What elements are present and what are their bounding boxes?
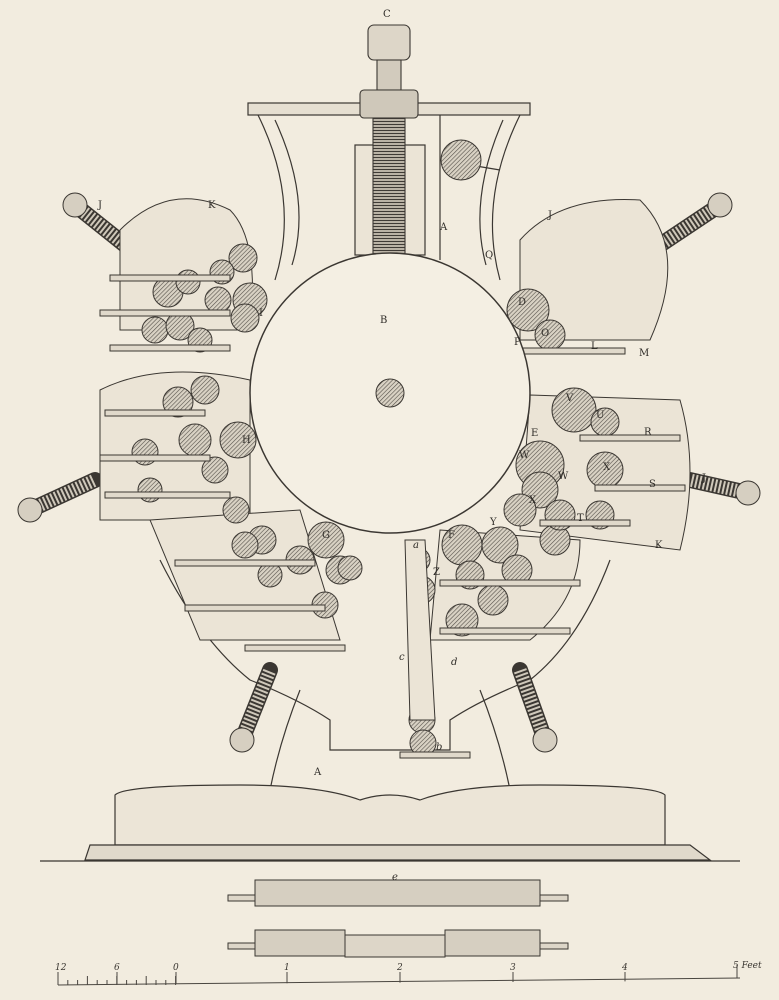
scale-tick-label: 4 xyxy=(621,963,628,973)
part-label: J xyxy=(701,473,706,484)
part-label: K xyxy=(208,200,216,211)
part-label: W xyxy=(558,471,569,482)
scale-bar xyxy=(57,965,741,986)
ink-tray xyxy=(99,454,211,462)
part-label: B xyxy=(380,315,387,326)
ink-roller xyxy=(175,269,201,295)
part-label: Y xyxy=(489,517,497,528)
ink-roller xyxy=(477,584,509,616)
part-label: W xyxy=(519,450,530,461)
part-label: T xyxy=(577,513,584,524)
part-label: C xyxy=(383,9,391,20)
part-label: X xyxy=(529,495,537,506)
screw-head xyxy=(532,727,558,753)
ink-roller xyxy=(178,423,212,457)
ink-tray xyxy=(514,347,626,355)
ink-roller xyxy=(534,319,566,351)
ink-tray xyxy=(439,627,571,635)
station-frame xyxy=(519,199,669,341)
part-label: J xyxy=(97,200,102,211)
ink-tray xyxy=(594,484,686,492)
part-label: A xyxy=(313,767,322,778)
part-label: X xyxy=(603,462,611,473)
screw-c xyxy=(359,24,419,259)
scale-tick-label: 0 xyxy=(173,963,179,973)
part-label: J xyxy=(547,210,552,221)
ink-tray xyxy=(399,751,471,759)
part-label: S xyxy=(649,479,656,490)
screw-head xyxy=(707,192,733,218)
inking-stations xyxy=(17,192,761,759)
ink-roller xyxy=(141,316,169,344)
scale-end-label: 5 Feet xyxy=(733,961,762,971)
part-label: a xyxy=(413,540,419,551)
ink-tray xyxy=(104,409,206,417)
part-label: b xyxy=(436,742,442,753)
part-label: e xyxy=(392,872,398,883)
screw-head xyxy=(17,497,43,523)
part-label: P xyxy=(514,337,521,348)
part-label: O xyxy=(541,328,549,339)
ink-roller xyxy=(503,493,537,527)
part-label: Z xyxy=(433,567,440,578)
lever-c xyxy=(404,539,436,721)
ink-roller xyxy=(307,521,345,559)
ink-tray xyxy=(539,519,631,527)
part-label: F xyxy=(448,530,455,541)
ink-tray xyxy=(184,604,326,612)
ink-tray xyxy=(439,579,581,587)
part-label: D xyxy=(518,297,526,308)
ink-roller xyxy=(201,456,229,484)
ink-roller xyxy=(228,243,258,273)
ink-roller xyxy=(506,288,550,332)
screw-head xyxy=(735,480,761,506)
screw-thread xyxy=(235,667,277,743)
cylinder-hub xyxy=(375,378,405,408)
ink-tray xyxy=(579,434,681,442)
ink-roller xyxy=(230,303,260,333)
ink-roller xyxy=(257,562,283,588)
screw-thread xyxy=(70,199,130,251)
ink-roller xyxy=(481,526,519,564)
part-label: A xyxy=(439,222,448,233)
part-label: H xyxy=(242,435,251,446)
part-label: I xyxy=(259,308,263,319)
screw-head xyxy=(229,727,255,753)
ink-tray xyxy=(99,309,231,317)
ink-roller xyxy=(222,496,250,524)
part-label: E xyxy=(531,428,538,439)
part-label: d xyxy=(451,657,457,668)
part-label: K xyxy=(655,540,663,551)
ink-tray xyxy=(174,559,316,567)
ink-tray xyxy=(104,491,231,499)
ink-tray xyxy=(244,644,346,652)
ink-roller xyxy=(204,286,232,314)
gear-top xyxy=(440,139,482,181)
scale-tick-label: 3 xyxy=(510,963,516,973)
ink-roller xyxy=(231,531,259,559)
part-label: L xyxy=(591,341,598,352)
part-label: Q xyxy=(485,250,493,261)
scale-tick-label: 1 xyxy=(284,963,290,973)
screw-head xyxy=(62,192,88,218)
ink-roller xyxy=(190,375,220,405)
ink-tray xyxy=(109,274,231,282)
ink-roller xyxy=(219,421,257,459)
ink-roller xyxy=(337,555,363,581)
ink-roller xyxy=(551,387,597,433)
ink-tray xyxy=(109,344,231,352)
base xyxy=(40,784,740,862)
part-label: U xyxy=(596,410,604,421)
scale-tick-label: 6 xyxy=(114,963,120,973)
lower-rollers xyxy=(227,879,569,958)
part-label: M xyxy=(639,348,649,359)
part-label: c xyxy=(399,652,405,663)
part-label: G xyxy=(322,530,330,541)
scale-tick-label: 12 xyxy=(55,963,67,973)
scale-tick-label: 2 xyxy=(396,963,403,973)
part-label: V xyxy=(565,393,574,404)
part-label: R xyxy=(644,427,652,438)
